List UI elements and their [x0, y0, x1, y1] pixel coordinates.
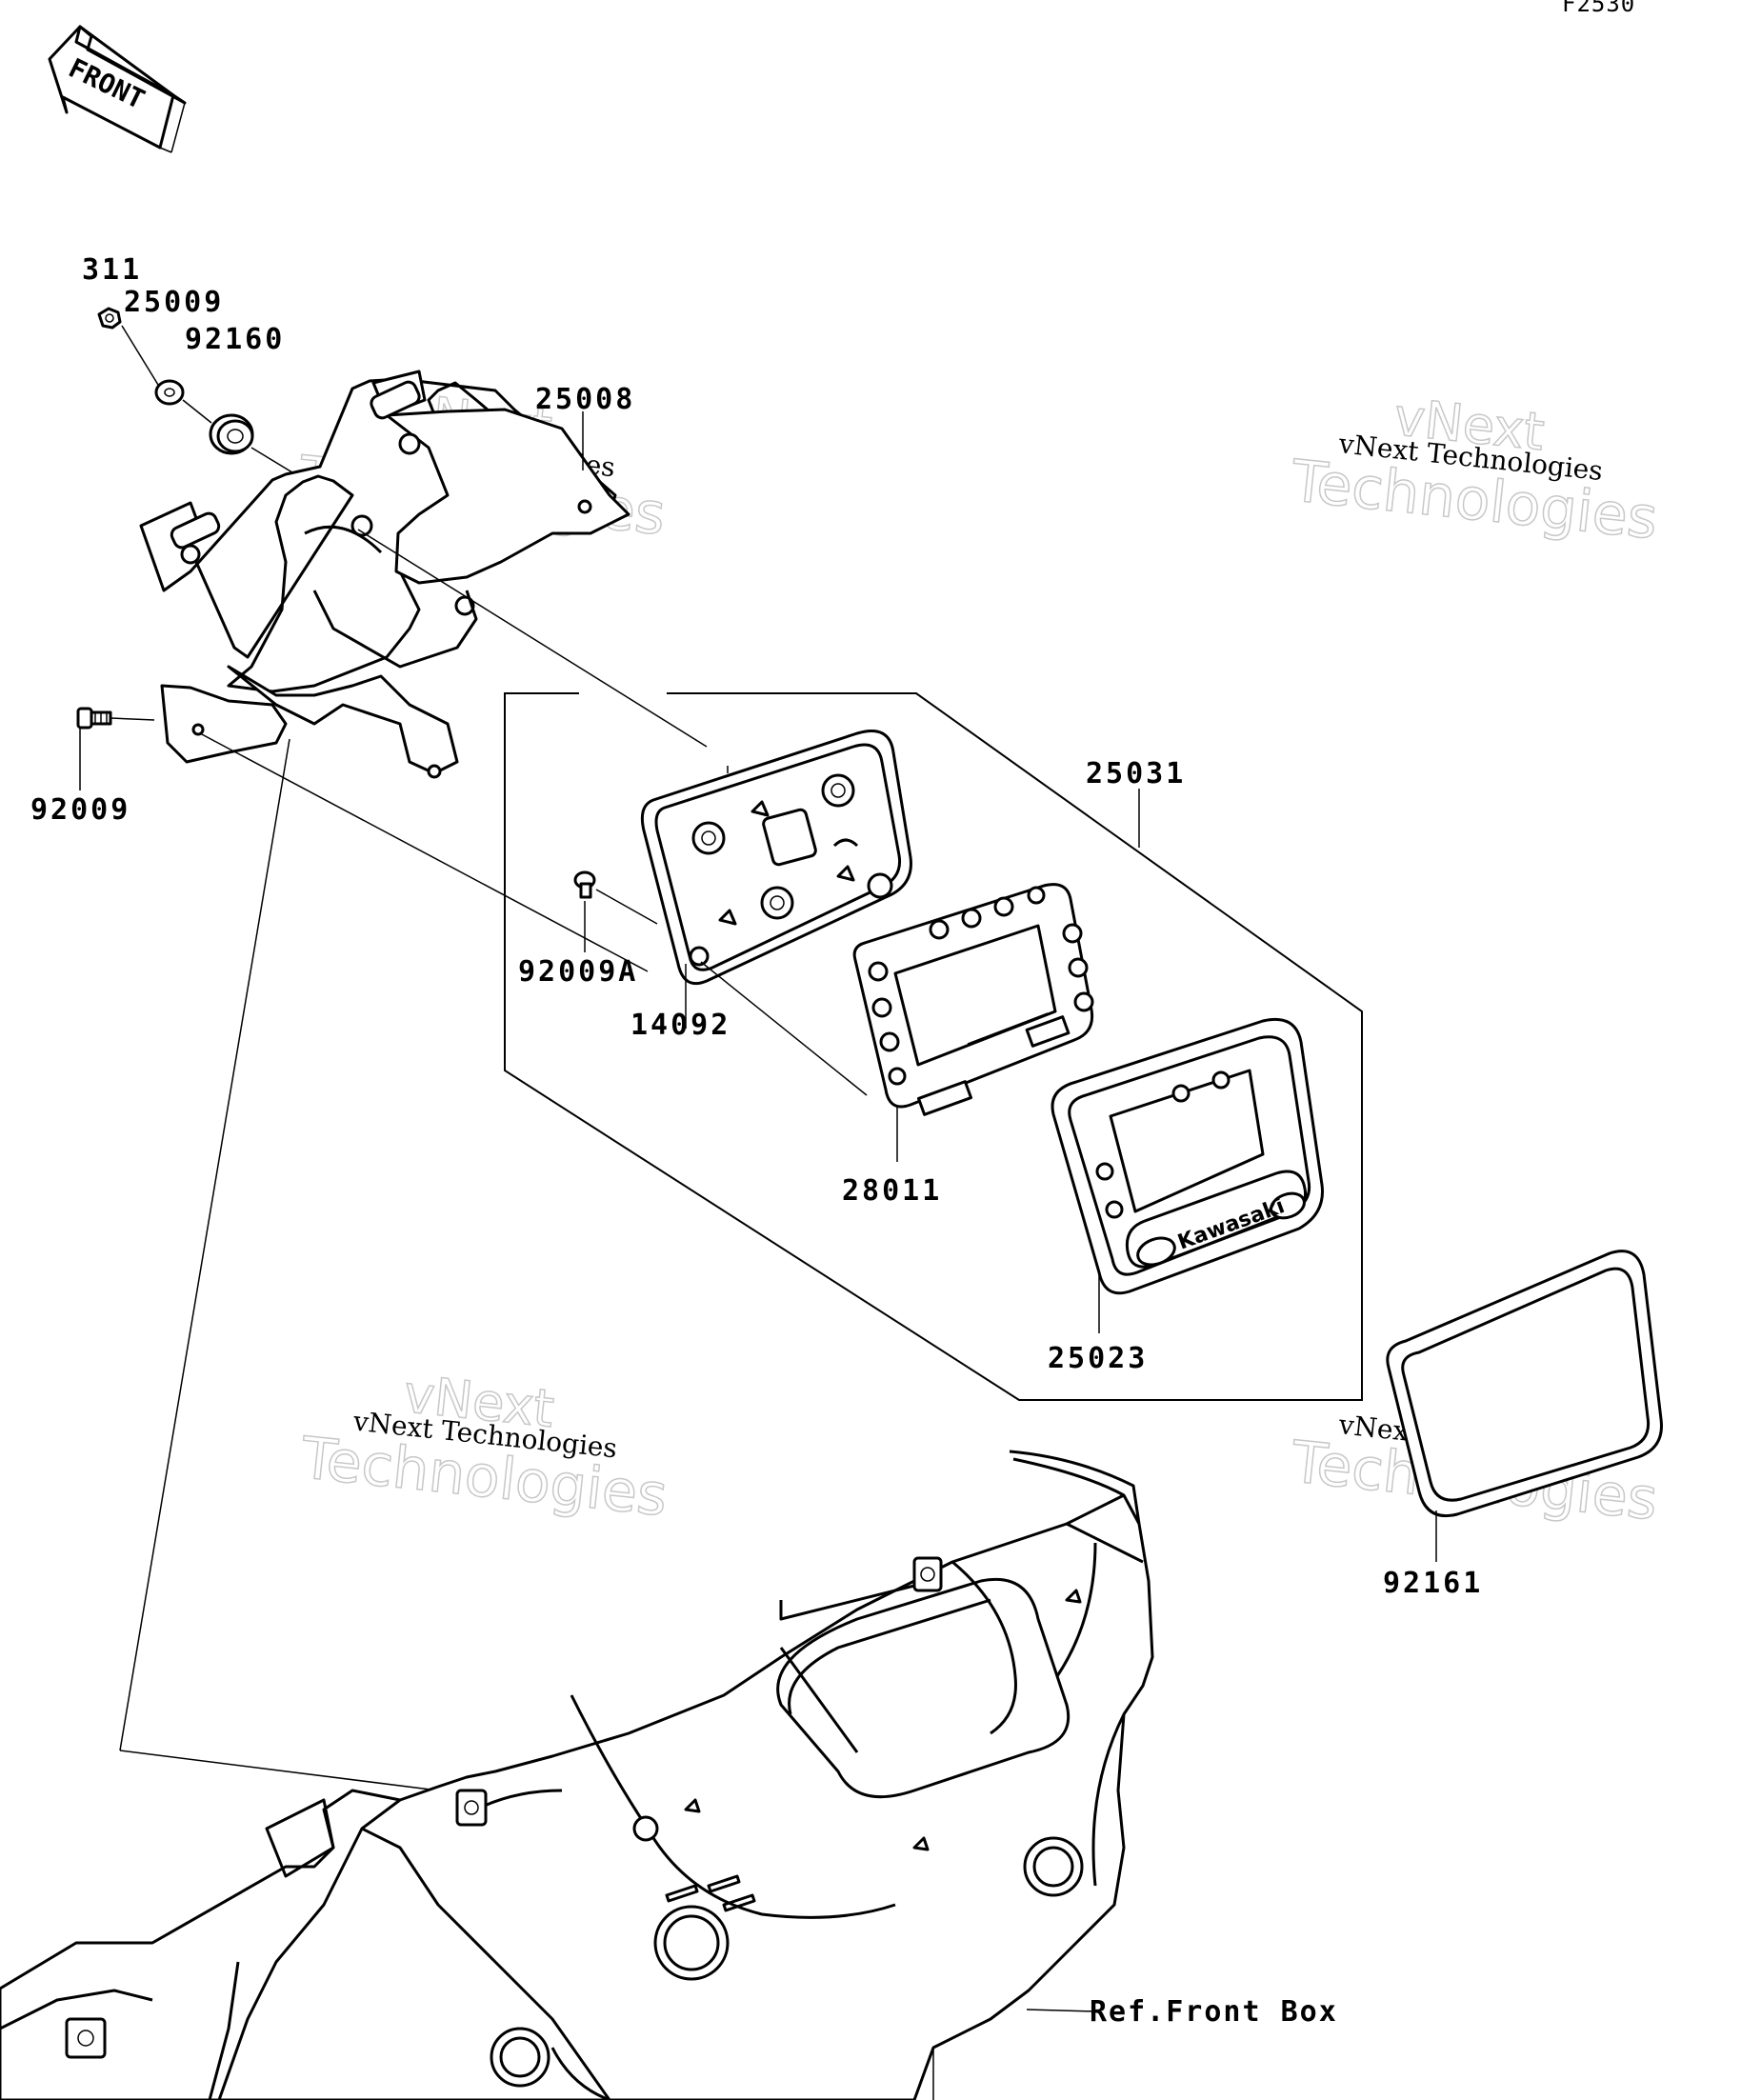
- part-label-25023[interactable]: 25023: [1048, 1342, 1148, 1375]
- watermark-bottom-left: vNext Technologies vNext Technologies: [296, 1363, 670, 1530]
- part-label-92161[interactable]: 92161: [1383, 1567, 1483, 1600]
- washer-25009: [154, 379, 185, 406]
- part-label-28011[interactable]: 28011: [842, 1174, 942, 1208]
- reference-label-front-box: Ref.Front Box: [1090, 1995, 1338, 2029]
- part-label-14092[interactable]: 14092: [630, 1009, 730, 1042]
- watermark-top-right: vNext Technologies vNext Technologies: [1287, 386, 1661, 553]
- part-label-311[interactable]: 311: [82, 253, 142, 287]
- meter-unit-28011: [852, 883, 1094, 1116]
- assembly-outline: [504, 692, 1363, 1401]
- bolt-92009: [76, 707, 112, 730]
- part-label-92009A[interactable]: 92009A: [518, 955, 638, 989]
- front-box: [0, 1450, 1154, 2100]
- gasket-92161: [1386, 1250, 1663, 1517]
- meter-case-14092: [640, 730, 912, 986]
- front-arrow-icon: FRONT: [48, 25, 187, 153]
- part-label-92160[interactable]: 92160: [185, 323, 285, 356]
- meter-bracket-25008: [139, 370, 630, 779]
- diagram-code: F2530: [1562, 0, 1635, 17]
- meter-cover-25023: Kawasaki: [1051, 1017, 1324, 1295]
- grommet-92160: [209, 413, 254, 455]
- part-label-92009[interactable]: 92009: [30, 793, 130, 827]
- part-label-25009[interactable]: 25009: [124, 286, 224, 319]
- part-label-25031[interactable]: 25031: [1086, 757, 1186, 790]
- screw-92009A: [573, 870, 596, 899]
- part-label-25008[interactable]: 25008: [535, 383, 635, 416]
- nut-311: [97, 307, 122, 330]
